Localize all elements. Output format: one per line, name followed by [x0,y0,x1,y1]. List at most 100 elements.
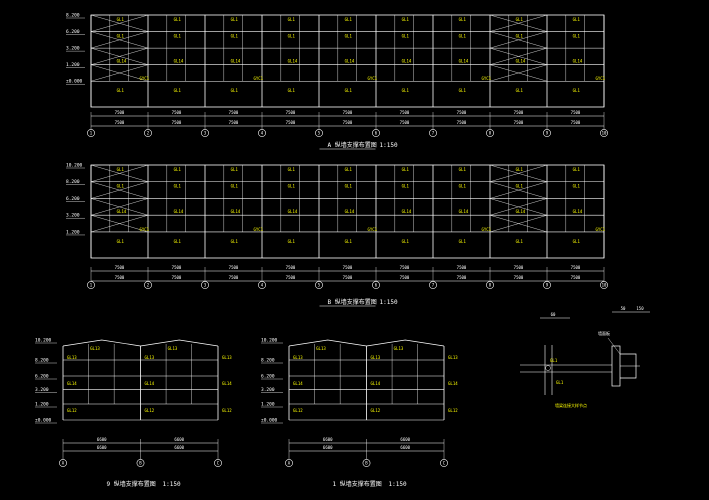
roof-line [140,339,219,347]
girt-label-gl13: GL13 [371,355,381,360]
girt-label-gl12: GL12 [293,408,303,413]
girt-label-gl1: GL1 [573,88,581,93]
dimension-text: 7500 [400,275,410,280]
girt-label-gl1: GL1 [459,239,467,244]
girt-label-gl14: GL14 [288,59,298,64]
girt-label-gl1: GL1 [345,239,353,244]
brace-line [489,198,548,216]
axis-label: 2 [147,283,150,288]
dimension-text: 7500 [229,275,239,280]
girt-label-gl1: GL1 [345,184,353,189]
girt-label-gl1: GL1 [117,88,125,93]
girt-label-gl1: GL1 [288,239,296,244]
brace-line [489,215,548,233]
elevation-b: 10.2008.2006.2003.2001.200GL1GL1GL1GL1GL… [66,163,608,307]
dimension-text: 7500 [229,120,239,125]
elevation-a: 8.2006.2003.2001.200±0.000GL1GL1GL1GL1GL… [66,13,608,150]
axis-bubble [87,281,95,289]
axis-bubble [429,129,437,137]
girt-label-gl14: GL14 [448,381,458,386]
girt-label-gl1: GL1 [573,34,581,39]
dimension-text: 7500 [571,265,581,270]
brace-label-gyc1: GYC1 [481,227,491,232]
level-label: 8.200 [66,13,80,19]
level-label: 3.200 [261,387,275,393]
girt-label-gl14: GL14 [288,209,298,214]
axis-bubble [59,459,67,467]
dimension-text: 7500 [286,110,296,115]
brace-line [489,31,548,49]
level-label: 1.200 [261,402,275,408]
girt-label-gl1: GL1 [573,239,581,244]
axis-label: C [443,461,446,466]
brace-label-gyc1: GYC1 [595,227,605,232]
level-label: 10.200 [35,338,52,344]
girt-label-gl1: GL1 [231,88,239,93]
dimension-text: 7500 [343,265,353,270]
axis-bubble [429,281,437,289]
girt-label-gl1: GL1 [516,184,524,189]
girt-label-gl14: GL14 [345,209,355,214]
girt-label-gl1: GL1 [516,17,524,22]
dimension-text: 6600 [174,445,184,450]
girt-label-gl14: GL14 [117,209,127,214]
dimension-text: 7500 [514,120,524,125]
level-label: 3.200 [66,213,80,219]
girt-label-gl1: GL1 [402,34,410,39]
girt-label-gl14: GL14 [516,59,526,64]
roof-line [288,339,367,347]
level-label: 1.200 [66,62,80,68]
brace-line [90,14,149,32]
level-label: 8.200 [66,179,80,185]
girt-label-gl1: GL1 [516,239,524,244]
girt-label-gl14: GL14 [459,209,469,214]
level-label: 6.200 [66,196,80,202]
dimension-text: 6600 [323,437,333,442]
detail-bolt [545,365,551,371]
girt-label-gl1: GL1 [345,34,353,39]
girt-label-gl1: GL1 [516,167,524,172]
brace-label-gyc1: GYC1 [481,76,491,81]
drawing-title: 9 纵墙支撑布置图 [107,480,156,488]
girt-label-gl1: GL1 [459,34,467,39]
axis-label: 4 [261,283,264,288]
brace-line [90,181,149,199]
girt-label-gl1: GL1 [402,88,410,93]
girt-label-gl1: GL1 [174,167,182,172]
axis-bubble [315,281,323,289]
level-label: 10.200 [66,163,83,169]
detail-label-gl1: GL1 [550,358,558,363]
level-label: ±0.000 [66,79,83,85]
girt-label-gl14: GL14 [67,381,77,386]
level-label: 3.200 [66,46,80,52]
brace-line [489,14,548,32]
level-label: 8.200 [35,358,49,364]
level-label: 6.200 [35,374,49,380]
girt-label-gl12: GL12 [67,408,77,413]
girt-label-gl1: GL1 [231,17,239,22]
girt-label-gl13: GL13 [222,355,232,360]
axis-bubble [285,459,293,467]
axis-label: 9 [546,131,549,136]
girt-label-gl13: GL13 [394,346,404,351]
axis-bubble [87,129,95,137]
brace-line [489,47,548,65]
level-label: 1.200 [66,229,80,235]
girt-label-gl1: GL1 [288,17,296,22]
dimension-text: 7500 [229,110,239,115]
axis-bubble [486,129,494,137]
dimension-text: 7500 [514,265,524,270]
axis-bubble [201,281,209,289]
girt-label-gl14: GL14 [345,59,355,64]
girt-label-gl1: GL1 [174,17,182,22]
brace-line [90,64,149,82]
axis-bubble [543,281,551,289]
level-label: 6.200 [66,29,80,35]
axis-bubble [201,129,209,137]
axis-bubble [486,281,494,289]
girt-label-gl13: GL13 [90,346,100,351]
axis-bubble [315,129,323,137]
girt-label-gl14: GL14 [293,381,303,386]
dimension-text: 7500 [457,275,467,280]
girt-label-gl14: GL14 [402,59,412,64]
